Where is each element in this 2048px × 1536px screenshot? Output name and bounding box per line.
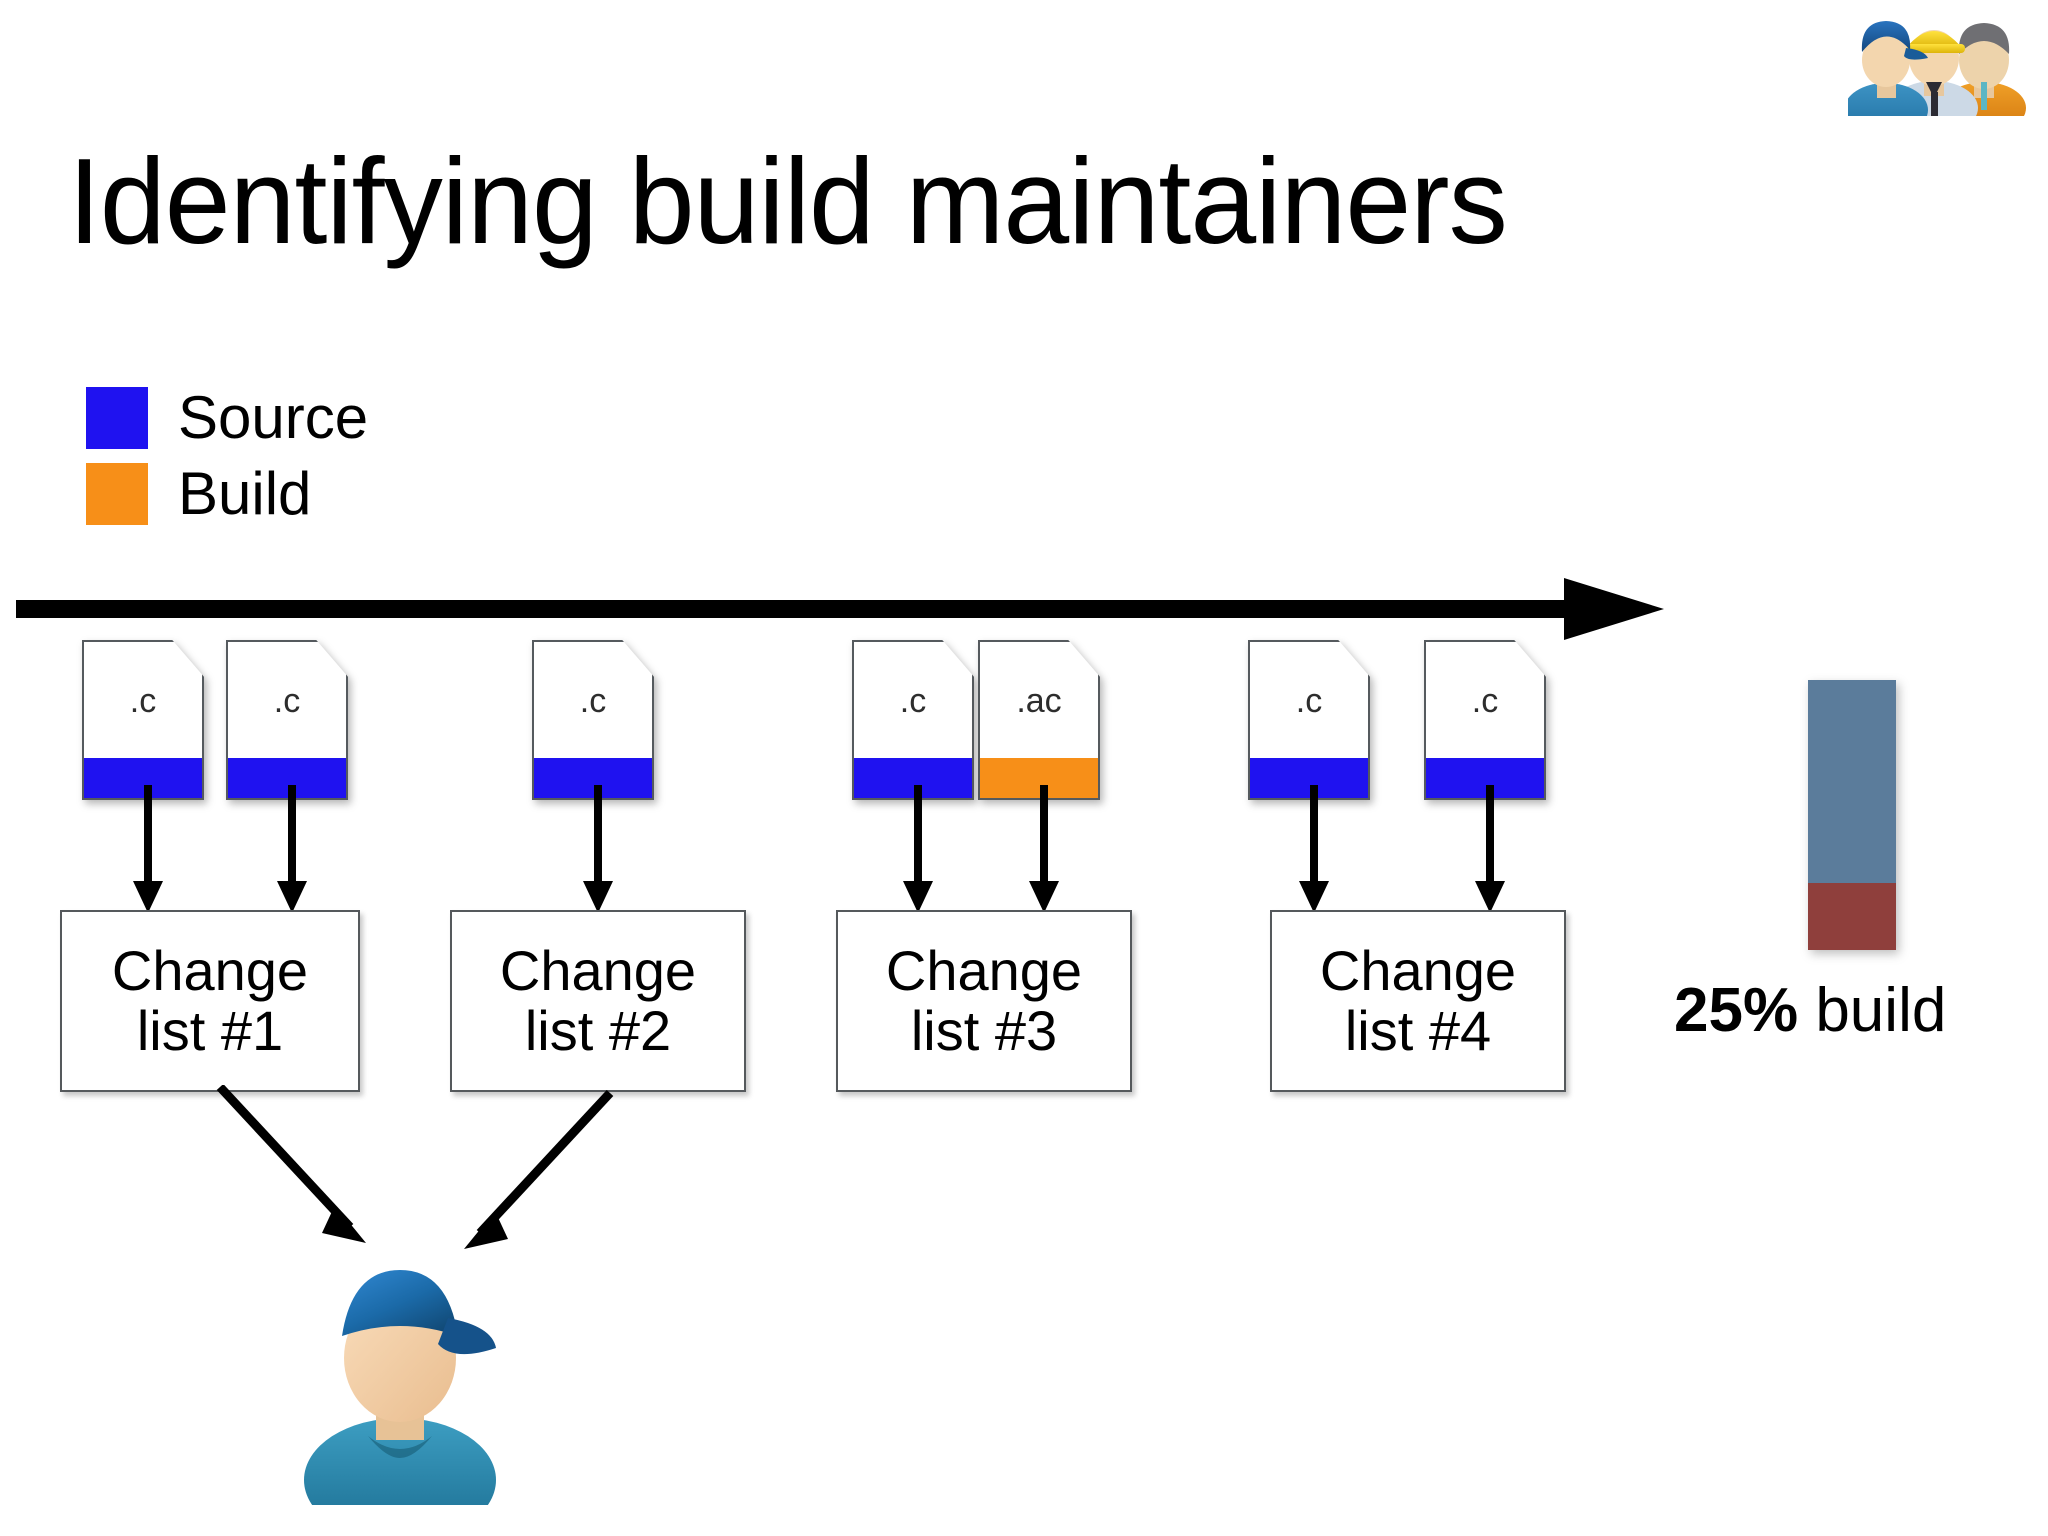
file-to-changelist-arrow-1 <box>128 785 168 915</box>
bar-segment-source <box>1808 680 1896 883</box>
file-to-changelist-arrow-6 <box>1294 785 1334 915</box>
build-maintainer-avatar <box>290 1240 510 1536</box>
maintainers-avatars-icon <box>1844 4 2040 137</box>
legend: Source Build <box>86 380 368 532</box>
file-icon-ac[interactable]: .ac <box>978 640 1100 800</box>
file-type-bar <box>228 758 346 798</box>
file-icon-c-1[interactable]: .c <box>82 640 204 800</box>
file-extension-label: .c <box>273 682 301 720</box>
file-extension-label: .c <box>1295 682 1323 720</box>
file-extension-label: .ac <box>1016 682 1062 720</box>
bar-segment-build <box>1808 882 1896 950</box>
file-extension-label: .c <box>899 682 927 720</box>
file-type-bar <box>854 758 972 798</box>
file-extension-label: .c <box>129 682 157 720</box>
build-ratio-percent: 25% <box>1674 976 1799 1045</box>
legend-item-build: Build <box>86 456 368 532</box>
collar <box>368 1436 432 1458</box>
change-list-box-4[interactable]: Change list #4 <box>1270 910 1566 1092</box>
file-type-bar <box>1250 758 1368 798</box>
cap-dome <box>342 1270 458 1336</box>
legend-item-source: Source <box>86 380 368 456</box>
file-extension-label: .c <box>579 682 607 720</box>
file-icon-c-3[interactable]: .c <box>532 640 654 800</box>
legend-label-source: Source <box>178 384 369 451</box>
legend-swatch-build-icon <box>86 463 148 525</box>
file-to-changelist-arrow-7 <box>1470 785 1510 915</box>
change-list-label-line1: Change <box>111 938 309 1002</box>
legend-label-build: Build <box>178 460 312 527</box>
file-to-changelist-arrow-3 <box>578 785 618 915</box>
build-ratio-stacked-bar <box>1808 680 1896 950</box>
page-title: Identifying build maintainers <box>68 133 1508 269</box>
file-to-changelist-arrow-4 <box>898 785 938 915</box>
change-list-label-line1: Change <box>499 938 697 1002</box>
file-icon-c-4[interactable]: .c <box>852 640 974 800</box>
file-extension-label: .c <box>1471 682 1499 720</box>
file-type-bar <box>980 758 1098 798</box>
change-list-label-line2: list #3 <box>910 999 1058 1062</box>
build-ratio-label: 25% build <box>1674 975 1946 1046</box>
change-list-box-3[interactable]: Change list #3 <box>836 910 1132 1092</box>
arrow-from-changelist-1 <box>216 1083 366 1243</box>
change-list-label-line2: list #1 <box>136 999 284 1062</box>
file-icon-c-2[interactable]: .c <box>226 640 348 800</box>
file-type-bar <box>84 758 202 798</box>
legend-swatch-source-icon <box>86 387 148 449</box>
change-list-label-line2: list #2 <box>524 999 672 1062</box>
change-list-label-line2: list #4 <box>1344 999 1492 1062</box>
change-list-box-1[interactable]: Change list #1 <box>60 910 360 1092</box>
change-list-label-line1: Change <box>1319 938 1517 1002</box>
build-ratio-word: build <box>1815 976 1947 1045</box>
file-icon-c-6[interactable]: .c <box>1424 640 1546 800</box>
file-to-changelist-arrow-2 <box>272 785 312 915</box>
file-icon-c-5[interactable]: .c <box>1248 640 1370 800</box>
change-list-box-2[interactable]: Change list #2 <box>450 910 746 1092</box>
timeline-arrow <box>16 570 1676 646</box>
change-list-label-line1: Change <box>885 938 1083 1002</box>
file-type-bar <box>534 758 652 798</box>
file-to-changelist-arrow-5 <box>1024 785 1064 915</box>
file-type-bar <box>1426 758 1544 798</box>
arrow-from-changelist-2 <box>464 1089 614 1249</box>
changelist-to-maintainer-arrows <box>150 1083 710 1290</box>
cap-brim <box>438 1318 496 1355</box>
time-arrow-icon <box>16 578 1664 640</box>
